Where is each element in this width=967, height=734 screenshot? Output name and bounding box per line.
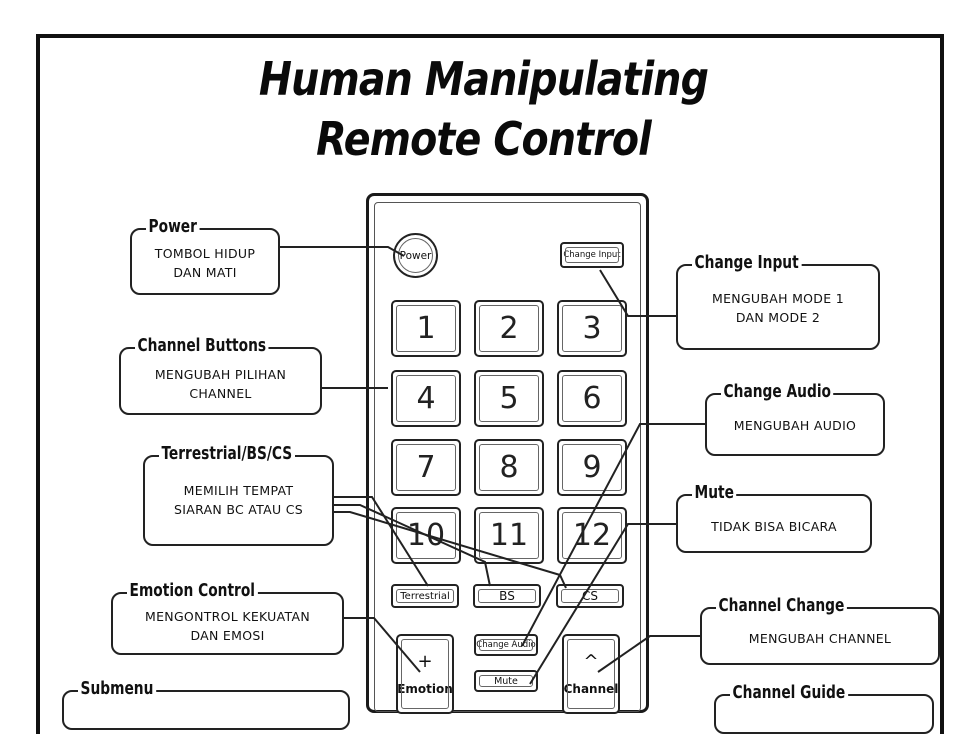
callout-channel-buttons-text-2: CHANNEL: [189, 386, 252, 401]
number-button-label: 4: [416, 381, 436, 416]
number-button-7[interactable]: 7: [391, 439, 461, 496]
callout-mute-title: Mute: [692, 482, 737, 504]
callout-power: Power TOMBOL HIDUP DAN MATI: [130, 216, 280, 295]
callout-channel-guide: Channel Guide: [714, 682, 934, 734]
change-audio-button-label: Change Audio: [476, 640, 536, 650]
number-button-label: 10: [406, 518, 446, 553]
callout-channel-buttons: Channel Buttons MENGUBAH PILIHAN CHANNEL: [119, 335, 322, 415]
number-button-1[interactable]: 1: [391, 300, 461, 357]
callout-change-input-text-1: MENGUBAH MODE 1: [712, 291, 844, 306]
callout-change-input-text-2: DAN MODE 2: [735, 310, 821, 325]
callout-power-title: Power: [146, 216, 200, 238]
callout-terrestrial-text-2: SIARAN BC ATAU CS: [174, 502, 303, 517]
callout-emotion-control-title: Emotion Control: [127, 580, 258, 602]
callout-change-audio-title: Change Audio: [721, 381, 834, 403]
number-button-10[interactable]: 10: [391, 507, 461, 564]
number-button-label: 8: [499, 450, 519, 485]
number-button-label: 2: [499, 311, 519, 346]
change-input-button[interactable]: Change Input: [560, 242, 624, 268]
number-button-label: 6: [582, 381, 602, 416]
callout-emotion-control: Emotion Control MENGONTROL KEKUATAN DAN …: [111, 580, 344, 655]
callout-change-input-title: Change Input: [692, 252, 802, 274]
power-button-label: Power: [399, 249, 432, 262]
number-button-label: 7: [416, 450, 436, 485]
number-button-label: 9: [582, 450, 602, 485]
change-input-button-label: Change Input: [563, 250, 621, 260]
panel-border: [36, 34, 944, 734]
mute-button[interactable]: Mute: [474, 670, 538, 692]
callout-submenu-title: Submenu: [78, 678, 156, 700]
callout-channel-buttons-title: Channel Buttons: [135, 335, 269, 357]
number-button-4[interactable]: 4: [391, 370, 461, 427]
emotion-button[interactable]: + Emotion: [396, 634, 454, 714]
title-line-1: Human Manipulating: [258, 52, 709, 106]
number-button-2[interactable]: 2: [474, 300, 544, 357]
number-button-9[interactable]: 9: [557, 439, 627, 496]
number-button-label: 3: [582, 311, 602, 346]
callout-submenu: Submenu: [62, 678, 350, 730]
callout-terrestrial-text-1: MEMILIH TEMPAT: [183, 483, 294, 498]
cs-button[interactable]: CS: [556, 584, 624, 608]
plus-icon: +: [417, 651, 433, 672]
number-button-label: 12: [572, 518, 612, 553]
callout-channel-buttons-text-1: MENGUBAH PILIHAN: [154, 367, 287, 382]
terrestrial-button-label: Terrestrial: [400, 590, 450, 602]
power-button[interactable]: Power: [393, 233, 438, 278]
callout-power-text-1: TOMBOL HIDUP: [154, 246, 256, 261]
change-audio-button[interactable]: Change Audio: [474, 634, 538, 656]
mute-button-label: Mute: [494, 675, 518, 687]
emotion-button-label: Emotion: [397, 682, 453, 696]
title-line-2: Remote Control: [316, 112, 652, 166]
callout-mute: Mute TIDAK BISA BICARA: [676, 482, 872, 553]
callout-mute-text-1: TIDAK BISA BICARA: [711, 519, 837, 534]
callout-channel-change: Channel Change MENGUBAH CHANNEL: [700, 595, 940, 665]
cs-button-label: CS: [582, 589, 598, 603]
bs-button-label: BS: [499, 589, 515, 603]
channel-button[interactable]: ^ Channel: [562, 634, 620, 714]
number-button-6[interactable]: 6: [557, 370, 627, 427]
number-button-label: 1: [416, 311, 436, 346]
number-button-11[interactable]: 11: [474, 507, 544, 564]
terrestrial-button[interactable]: Terrestrial: [391, 584, 459, 608]
callout-power-text-2: DAN MATI: [173, 265, 237, 280]
callout-emotion-control-text-1: MENGONTROL KEKUATAN: [145, 609, 310, 624]
number-button-label: 11: [489, 518, 529, 553]
number-button-8[interactable]: 8: [474, 439, 544, 496]
callout-emotion-control-text-2: DAN EMOSI: [190, 628, 265, 643]
callout-channel-guide-title: Channel Guide: [730, 682, 848, 704]
channel-button-label: Channel: [563, 682, 619, 696]
chevron-up-icon: ^: [583, 651, 599, 672]
bs-button[interactable]: BS: [473, 584, 541, 608]
number-button-label: 5: [499, 381, 519, 416]
number-button-3[interactable]: 3: [557, 300, 627, 357]
number-button-5[interactable]: 5: [474, 370, 544, 427]
callout-change-audio: Change Audio MENGUBAH AUDIO: [705, 381, 885, 456]
callout-channel-change-title: Channel Change: [716, 595, 847, 617]
callout-channel-change-text-1: MENGUBAH CHANNEL: [748, 631, 892, 646]
callout-terrestrial: Terrestrial/BS/CS MEMILIH TEMPAT SIARAN …: [143, 443, 334, 546]
callout-change-input: Change Input MENGUBAH MODE 1 DAN MODE 2: [676, 252, 880, 350]
callout-change-audio-text-1: MENGUBAH AUDIO: [733, 418, 857, 433]
callout-terrestrial-title: Terrestrial/BS/CS: [159, 443, 295, 465]
number-button-12[interactable]: 12: [557, 507, 627, 564]
